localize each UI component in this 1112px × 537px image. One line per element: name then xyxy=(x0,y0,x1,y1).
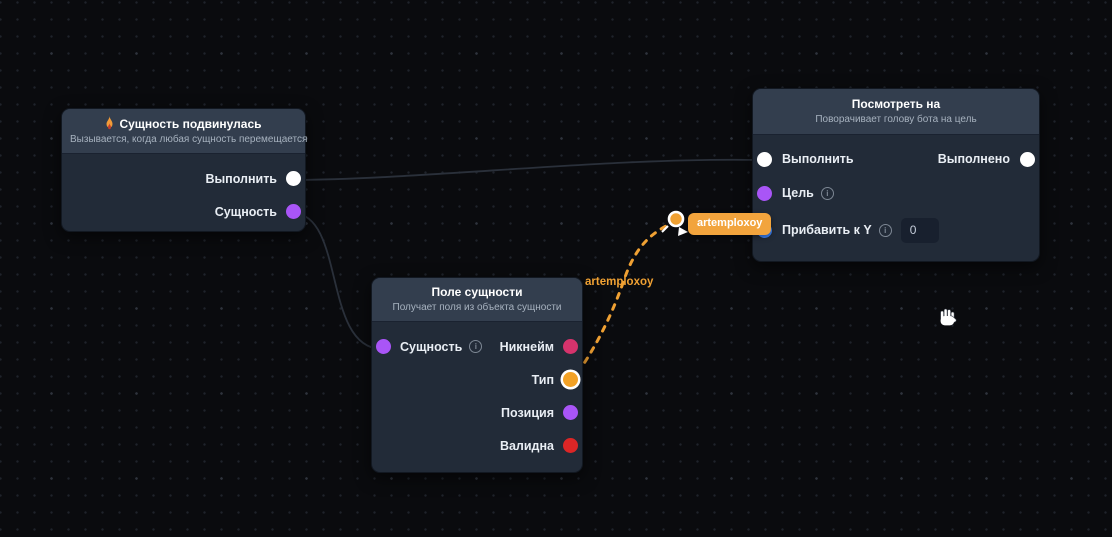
port-label: Сущность xyxy=(400,339,463,354)
port-nickname-out[interactable] xyxy=(563,339,578,354)
output-row-valid: Валидна xyxy=(372,429,582,462)
port-done-out[interactable] xyxy=(1020,151,1035,167)
drag-connection-badge: artemploxoy xyxy=(688,213,772,235)
node-header[interactable]: Сущность подвинулась Вызывается, когда л… xyxy=(62,109,308,154)
port-type-out[interactable] xyxy=(563,372,578,387)
wire-type-label: artemploxoy xyxy=(585,276,654,288)
add-to-y-input[interactable] xyxy=(900,217,939,243)
port-label: Никнейм xyxy=(499,339,554,354)
port-entity-out[interactable] xyxy=(286,204,301,219)
port-label: Выполнить xyxy=(205,171,277,186)
port-target-in[interactable] xyxy=(757,185,772,201)
output-row-entity: Сущность xyxy=(62,195,305,228)
port-label: Валидна xyxy=(499,438,554,453)
wire-drag-handle-icon[interactable] xyxy=(661,210,688,236)
node-look-at[interactable]: Посмотреть на Поворачивает голову бота н… xyxy=(752,88,1040,262)
port-label: Выполнить xyxy=(782,152,854,166)
port-label: Сущность xyxy=(214,204,277,219)
node-subtitle: Получает поля из объекта сущности xyxy=(392,302,562,313)
node-entity-field[interactable]: Поле сущности Получает поля из объекта с… xyxy=(371,277,583,473)
port-label: Выполнено xyxy=(937,152,1010,166)
row-add-to-y: Прибавить к Y i xyxy=(753,210,1039,250)
wire-entity-to-field[interactable] xyxy=(293,212,382,350)
node-title: Сущность подвинулась xyxy=(119,116,262,131)
info-icon[interactable]: i xyxy=(878,223,892,237)
port-entity-in[interactable] xyxy=(376,339,391,354)
output-row-type: Тип xyxy=(372,363,582,396)
row-target: Цель i xyxy=(753,176,1039,210)
hand-cursor-icon xyxy=(940,308,957,326)
port-position-out[interactable] xyxy=(563,405,578,420)
port-label: Позиция xyxy=(500,405,554,420)
output-row-execute: Выполнить xyxy=(62,162,305,195)
node-subtitle: Вызывается, когда любая сущность перемещ… xyxy=(70,134,308,145)
wire-dragging-type[interactable] xyxy=(569,219,678,384)
flame-icon xyxy=(106,116,113,130)
node-title: Посмотреть на xyxy=(851,97,941,111)
row-entity-nickname: Сущность i Никнейм xyxy=(372,330,582,363)
info-icon[interactable]: i xyxy=(820,186,834,200)
wire-exec-to-lookat[interactable] xyxy=(293,158,763,181)
node-entity-moved[interactable]: Сущность подвинулась Вызывается, когда л… xyxy=(61,108,308,232)
port-valid-out[interactable] xyxy=(563,438,578,453)
node-header[interactable]: Посмотреть на Поворачивает голову бота н… xyxy=(753,89,1039,135)
port-label: Цель xyxy=(782,186,814,200)
port-execute-in[interactable] xyxy=(757,151,772,167)
output-row-position: Позиция xyxy=(372,396,582,429)
port-execute-out[interactable] xyxy=(286,171,301,186)
port-label: Прибавить к Y xyxy=(782,223,872,237)
node-title: Поле сущности xyxy=(431,285,523,299)
info-icon[interactable]: i xyxy=(469,340,483,353)
row-execute-done: Выполнить Выполнено xyxy=(753,142,1039,176)
node-subtitle: Поворачивает голову бота на цель xyxy=(815,114,977,125)
node-header[interactable]: Поле сущности Получает поля из объекта с… xyxy=(372,278,582,322)
port-label: Тип xyxy=(531,372,554,387)
